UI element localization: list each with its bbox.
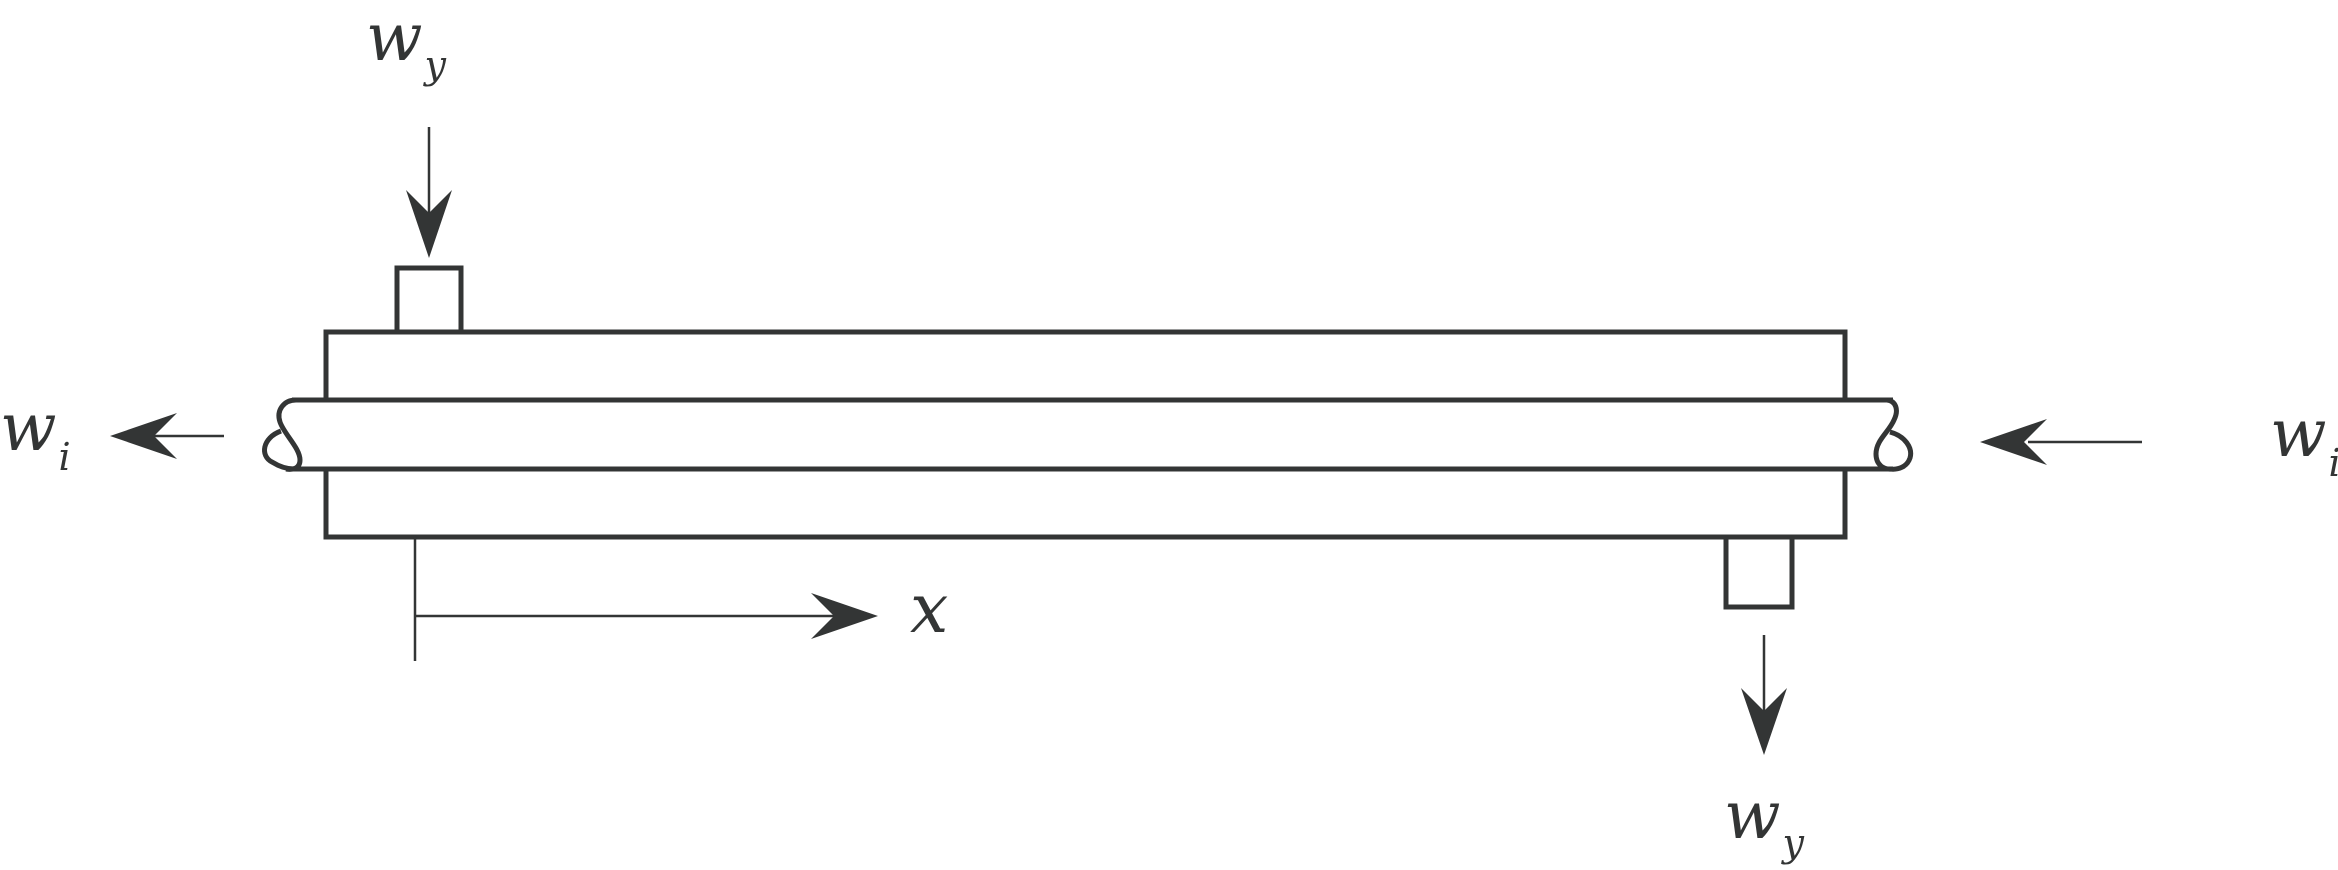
tube-right-label: wi bbox=[2270, 395, 2338, 485]
tube-left-break bbox=[262, 397, 303, 472]
shell-outlet-subscript: y bbox=[1781, 821, 1805, 865]
x-axis-arrowhead bbox=[811, 593, 878, 639]
tube-right-break bbox=[1873, 397, 1914, 472]
shell-bottom-wall bbox=[323, 470, 1848, 540]
inner-tube bbox=[262, 397, 1914, 472]
shell-inlet-subscript: y bbox=[423, 43, 447, 87]
tube-right-arrow bbox=[1980, 419, 2142, 465]
shell-outlet-arrow bbox=[1741, 635, 1787, 755]
shell bbox=[323, 329, 1848, 540]
shell-inlet-arrow bbox=[406, 127, 452, 258]
tube-right-subscript: i bbox=[2329, 441, 2338, 485]
shell-top-wall bbox=[323, 329, 1848, 400]
shell-inlet-label: wy bbox=[366, 0, 447, 87]
x-axis-label: x bbox=[910, 570, 948, 649]
shell-outlet-nozzle bbox=[1723, 534, 1795, 610]
tube-left-arrow bbox=[110, 413, 224, 459]
shell-outlet-label: wy bbox=[1724, 777, 1805, 865]
tube-left-subscript: i bbox=[59, 435, 71, 479]
x-axis bbox=[413, 537, 878, 661]
tube-left-label: wi bbox=[0, 389, 71, 479]
shell-inlet-nozzle bbox=[394, 265, 464, 335]
